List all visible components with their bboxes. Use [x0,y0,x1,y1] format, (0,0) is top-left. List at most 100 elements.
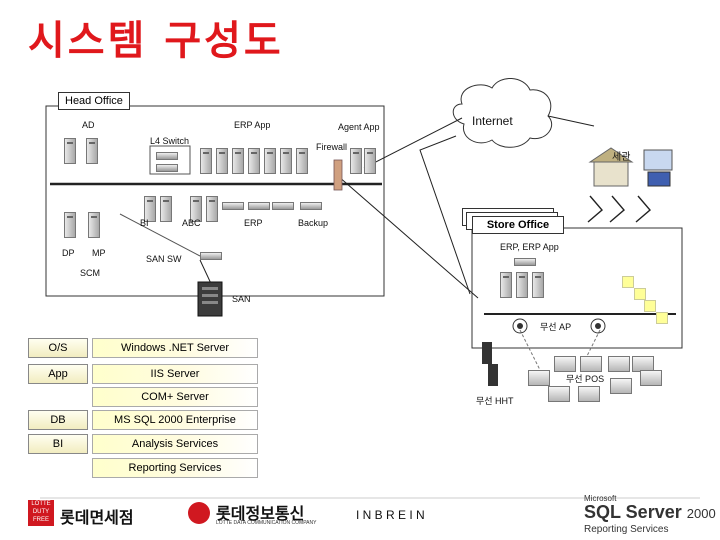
store-switch-icon [514,258,536,266]
page-title: 시스템 구성도 [28,18,284,64]
hht-device-2 [488,364,498,386]
mp-label: MP [92,248,106,258]
erp-app-server-icon [248,148,260,174]
wireless-ap-2 [590,318,606,334]
agent-app-label: Agent App [338,122,380,132]
erp-switch-icon [272,202,294,210]
internet-label: Internet [472,114,513,128]
internet-cloud [452,78,553,148]
customs-building-icon [593,159,629,187]
l4-switch-label: L4 Switch [150,136,190,146]
wireless-hht-label: 무선 HHT [476,396,514,406]
internet-customs-link [547,115,595,127]
windows-server-bar: Windows .NET Server [92,338,258,358]
reporting-services-text: Reporting Services [584,524,669,535]
lotte-data-comm-logo: 롯데정보통신 LOTTE DATA COMMUNICATION COMPANY [188,500,328,530]
agent-app-server-icon [350,148,362,174]
erp-app-server-icon [280,148,292,174]
mp-server-icon [88,212,100,238]
bi-server-icon [144,196,156,222]
store-server-icon [500,272,512,298]
customs-zigzag-3 [635,195,651,223]
lotte-circle-icon [188,502,210,524]
customs-label: 세관 [612,152,631,163]
abc-label: ABC [182,218,201,228]
note-icon [656,312,668,324]
l4-switch-icon [156,164,178,172]
dp-server-icon [64,212,76,238]
firewall-internet-link [363,117,463,169]
store-server-icon [532,272,544,298]
san-switch-icon [200,252,222,260]
dp-label: DP [62,248,75,258]
lotte-data-comm-text: 롯데정보통신 [216,504,305,523]
pos-terminal-icon [548,386,570,402]
hht-device-1 [482,342,492,364]
erp-app-server-icon [232,148,244,174]
microsoft-text: Microsoft [584,494,617,503]
store-office-label: Store Office [472,216,564,234]
reporting-services-bar: Reporting Services [92,458,258,478]
store-erp-label: ERP, ERP App [500,242,559,252]
inbrein-logo: I N B R E I N [356,508,425,522]
ad-server-icon [64,138,76,164]
store-office-frame [471,227,683,349]
erp-app-server-icon [200,148,212,174]
san-sw-label: SAN SW [146,254,182,264]
internet-store-link [419,135,471,295]
analysis-services-bar: Analysis Services [92,434,258,454]
backbone-store-link [337,175,479,299]
sql-enterprise-bar: MS SQL 2000 Enterprise [92,410,258,430]
pos-terminal-icon [528,370,550,386]
erp-app-server-icon [296,148,308,174]
backup-device-icon [300,202,322,210]
note-icon [634,288,646,300]
lotte-data-comm-en: LOTTE DATA COMMUNICATION COMPANY [216,520,317,526]
pos-terminal-icon [554,356,576,372]
credit-card-icon [643,149,673,171]
lotte-duty-free-logo: LOTTE DUTY FREE 롯데면세점 [28,500,148,530]
erp-label: ERP [244,218,263,228]
sql-server-logo: Microsoft SQL Server 2000 Reporting Serv… [584,494,716,538]
head-office-label: Head Office [58,92,130,110]
wireless-ap-1 [512,318,528,334]
lotte-badge: LOTTE DUTY FREE [28,500,54,526]
customs-zigzag-1 [587,195,603,223]
pos-terminal-icon [610,378,632,394]
pos-terminal-icon [608,356,630,372]
erp-switch-icon [222,202,244,210]
ad-server-icon [86,138,98,164]
wireless-ap-label: 무선 AP [540,322,572,332]
pos-terminal-icon [580,356,602,372]
layer-app-label: App [28,364,88,384]
com-server-bar: COM+ Server [92,387,258,407]
store-server-icon [516,272,528,298]
lotte-duty-free-text: 롯데면세점 [60,508,134,527]
erp-app-server-icon [264,148,276,174]
abc-server-icon [206,196,218,222]
san-label: SAN [232,294,251,304]
l4-switch-icon [156,152,178,160]
layer-os-label: O/S [28,338,88,358]
bi-label: BI [140,218,149,228]
erp-app-server-icon [216,148,228,174]
layer-db-label: DB [28,410,88,430]
scm-label: SCM [80,268,100,278]
firewall-icon [333,159,343,191]
firewall-label: Firewall [316,142,348,152]
erp-switch-icon [248,202,270,210]
backup-label: Backup [298,218,329,228]
sql-server-text: SQL Server [584,502,682,522]
l4-switch-box [149,145,191,175]
note-icon [644,300,656,312]
sql-year-text: 2000 [686,506,716,521]
pos-terminal-icon [640,370,662,386]
ad-label: AD [82,120,95,130]
wireless-pos-label: 무선 POS [566,374,605,384]
bi-server-icon [160,196,172,222]
layer-bi-label: BI [28,434,88,454]
iis-server-bar: IIS Server [92,364,258,384]
note-icon [622,276,634,288]
customs-zigzag-2 [609,195,625,223]
